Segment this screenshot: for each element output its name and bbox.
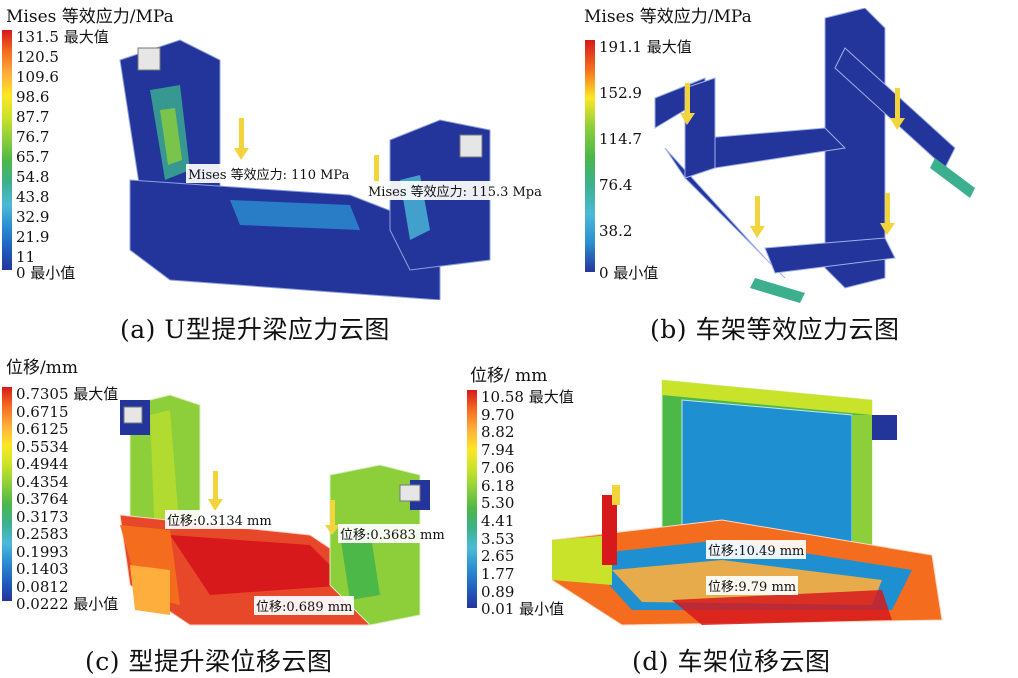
- legend-color-bar: [2, 387, 12, 601]
- legend-label: 120.5: [16, 48, 59, 66]
- legend-label: 11: [16, 248, 36, 266]
- legend-label: 32.9: [16, 208, 50, 226]
- legend-unit-title: 位移/mm: [6, 358, 78, 378]
- legend-label: 0.7305 最大值: [16, 385, 119, 403]
- panel-a: Mises 等效应力/MPa 131.5 最大值 120.5 109.6 98.…: [0, 0, 560, 345]
- legend-label: 7.94: [481, 441, 515, 460]
- legend-label: 0.5534: [16, 437, 69, 456]
- displacement-annotation: 位移:0.3683 mm: [338, 524, 447, 543]
- legend-label: 38.2: [599, 222, 633, 240]
- legend-color-bar: [2, 30, 12, 270]
- legend-label: 0.89: [481, 582, 515, 601]
- legend-label: 0 最小值: [599, 264, 659, 282]
- legend-unit-title: 位移/ mm: [470, 366, 548, 386]
- panel-caption: (b) 车架等效应力云图: [650, 315, 900, 344]
- legend-label: 0.3764: [16, 490, 69, 508]
- legend-label: 98.6: [16, 88, 50, 106]
- legend-label: 0.6125: [16, 420, 69, 438]
- legend-label: 0.0222 最小值: [16, 595, 119, 613]
- legend-label: 152.9: [599, 84, 642, 102]
- legend-label: 8.82: [481, 423, 515, 442]
- legend-label: 7.06: [481, 458, 515, 477]
- legend-label: 0.2583: [16, 525, 69, 543]
- legend-label: 0.3173: [16, 507, 69, 526]
- legend-label: 10.58 最大值: [481, 388, 574, 406]
- frame-stress-model: [654, 8, 975, 303]
- u-beam-stress-model: [119, 39, 491, 300]
- legend-label: 3.53: [481, 529, 515, 548]
- displacement-annotation: 位移:0.689 mm: [254, 596, 355, 615]
- legend-label: 54.8: [16, 168, 50, 186]
- legend-label: 4.41: [481, 511, 515, 530]
- stress-annotation: Mises 等效应力: 110 MPa: [186, 164, 352, 183]
- legend-color-bar: [585, 40, 595, 272]
- legend-label: 0.4354: [16, 472, 69, 491]
- legend-unit-title: Mises 等效应力/MPa: [6, 7, 174, 27]
- displacement-annotation: 位移:0.3134 mm: [165, 510, 274, 529]
- legend-label: 1.77: [481, 565, 515, 583]
- legend-label: 0.4944: [16, 455, 69, 473]
- legend-label: 2.65: [481, 547, 515, 566]
- legend-unit-title: Mises 等效应力/MPa: [584, 7, 752, 27]
- legend-label: 76.4: [599, 176, 633, 194]
- frame-displacement-model: [552, 379, 943, 626]
- legend-label: 9.70: [481, 405, 515, 424]
- legend-label: 5.30: [481, 494, 515, 513]
- legend-label: 114.7: [599, 130, 642, 148]
- panel-d: 位移/ mm 10.58 最大值 9.70 8.82 7.94 7.06 6.1…: [462, 345, 1018, 676]
- legend-label: 6.18: [481, 476, 515, 495]
- legend-label: 0.0812: [16, 577, 69, 596]
- legend-label: 43.8: [16, 188, 50, 206]
- legend-label: 0.1993: [16, 542, 69, 561]
- legend-label: 65.7: [16, 148, 50, 166]
- displacement-annotation: 位移:9.79 mm: [706, 576, 799, 595]
- legend-label: 21.9: [16, 228, 50, 246]
- legend-label: 87.7: [16, 108, 50, 126]
- panel-caption: (a) U型提升梁应力云图: [120, 315, 390, 344]
- legend-color-bar: [467, 390, 477, 608]
- legend-label: 76.7: [16, 128, 50, 146]
- legend-label: 0.6715: [16, 402, 69, 421]
- panel-caption: (c) 型提升梁位移云图: [85, 647, 333, 676]
- panel-caption: (d) 车架位移云图: [632, 647, 831, 676]
- legend-label: 0.1403: [16, 560, 69, 578]
- displacement-annotation: 位移:10.49 mm: [706, 540, 807, 559]
- panel-c: 位移/mm 0.7305 最大值 0.6715 0.6125 0.5534 0.…: [0, 345, 460, 676]
- legend-label: 191.1 最大值: [599, 38, 692, 56]
- legend-label: 109.6: [16, 68, 59, 86]
- legend-label: 131.5 最大值: [16, 28, 109, 46]
- legend-label: 0 最小值: [16, 264, 76, 282]
- legend-label: 0.01 最小值: [481, 600, 565, 619]
- panel-b: Mises 等效应力/MPa 191.1 最大值 152.9 114.7 76.…: [565, 0, 1018, 345]
- stress-annotation: Mises 等效应力: 115.3 Mpa: [366, 181, 544, 200]
